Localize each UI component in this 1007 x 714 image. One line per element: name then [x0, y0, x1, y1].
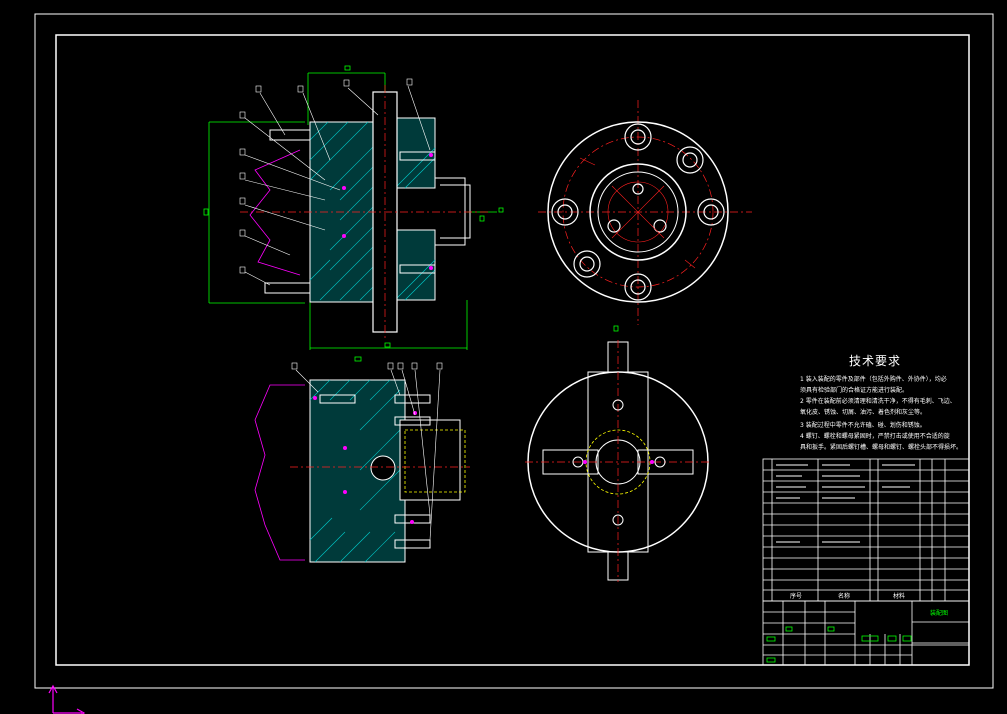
ucs-axis-icon: [48, 684, 86, 714]
side-section-view: [254, 362, 470, 563]
tech-req-line: 氧化皮、锈蚀、切屑、油污、着色剂和灰尘等。: [800, 409, 927, 416]
tech-req-line: 3 装配过程中零件不允许磕、碰、划伤和锈蚀。: [800, 422, 926, 429]
tech-req-line: 4 螺钉、螺栓和螺母紧固时，严禁打击或使用不合适的旋: [800, 433, 950, 440]
drawing-name: 装配图: [930, 610, 949, 617]
bom-header-name: 名称: [838, 593, 851, 600]
tech-req-line: 须具有检验部门的合格证方能进行装配。: [800, 387, 909, 394]
tech-req-line: 2 零件在装配前必须清理和清洗干净，不得有毛刺、飞边、: [800, 398, 956, 405]
technical-requirements-title: 技术要求: [848, 354, 901, 368]
outer-frame: [34, 13, 994, 689]
plan-view-top: [538, 100, 752, 325]
inner-frame: [55, 34, 970, 666]
front-section-view: [203, 65, 504, 362]
bom-header-material: 材料: [893, 593, 906, 600]
bom-table: [762, 458, 970, 666]
bom-header-seq: 序号: [790, 593, 803, 600]
tech-req-line: 1 装入装配的零件及部件（包括外购件、外协件），均必: [800, 376, 947, 383]
plan-view-bottom: [525, 325, 712, 582]
tech-req-line: 具和扳手。紧固后螺钉槽、螺母和螺钉、螺栓头部不得损坏。: [800, 444, 963, 451]
